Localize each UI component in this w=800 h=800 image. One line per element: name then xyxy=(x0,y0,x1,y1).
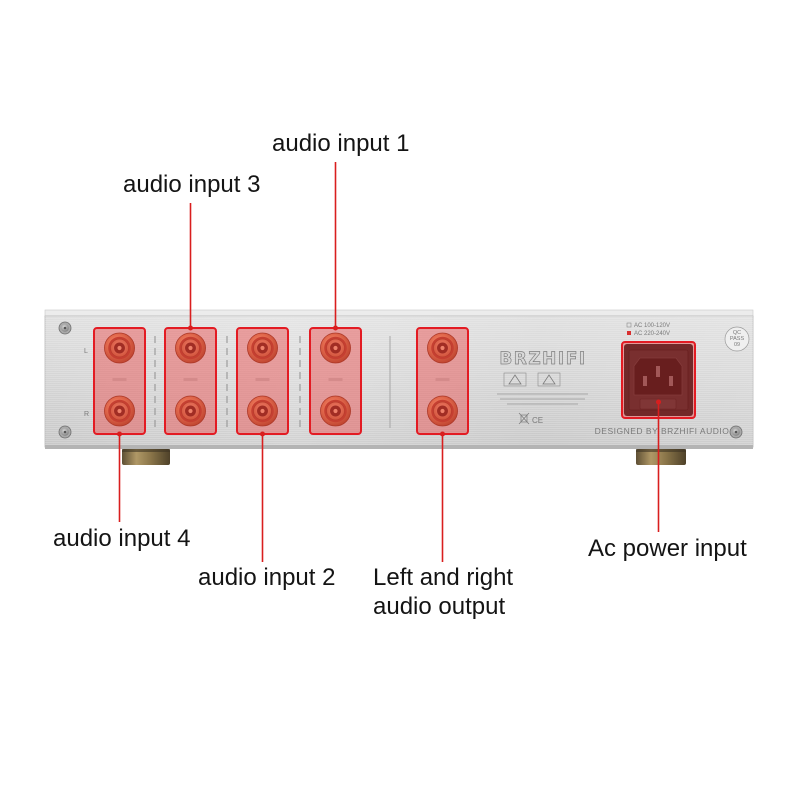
voltage-checkbox-220 xyxy=(627,331,631,335)
qc-sticker-disc xyxy=(724,326,750,352)
jack-label-mark xyxy=(112,378,127,381)
callout-label-audio-input-4: audio input 4 xyxy=(53,525,190,552)
brand-block: BRZHIFI CE DESIGNED BY BRZHIFI AUDIO xyxy=(497,349,729,436)
warning-triangle xyxy=(508,374,522,385)
warning-triangle-icon xyxy=(537,372,561,387)
designed-by-text: DESIGNED BY BRZHIFI AUDIO xyxy=(595,426,730,436)
qc-sticker-line1: QC xyxy=(733,330,741,336)
screw-icon xyxy=(58,425,72,439)
brand-logo: BRZHIFI xyxy=(499,349,586,369)
callout-label-audio-input-1: audio input 1 xyxy=(272,130,409,157)
iec-power-socket-icon xyxy=(624,344,693,416)
ce-mark: CE xyxy=(532,416,543,425)
callout-ac-power-input: Ac power input xyxy=(588,399,747,562)
jack-label-mark xyxy=(183,378,198,381)
warning-triangle xyxy=(542,374,556,385)
callout-audio-input-4: audio input 4 xyxy=(53,431,190,552)
screw-icon xyxy=(58,321,72,335)
highlight-audio-output xyxy=(416,327,469,435)
bin-cross xyxy=(518,412,530,425)
qc-sticker-line3: 09 xyxy=(734,342,740,348)
callout-label-audio-output-line2: audio output xyxy=(373,593,505,620)
iec-pin-neutral xyxy=(669,376,673,386)
highlight-audio-input-1 xyxy=(309,327,362,435)
jack-label-mark xyxy=(328,378,343,381)
leader-dot xyxy=(117,431,122,437)
callout-audio-input-2: audio input 2 xyxy=(198,431,335,591)
leader-dot xyxy=(656,399,661,405)
foot-left xyxy=(122,449,170,465)
iec-pin-earth xyxy=(656,366,660,377)
channel-label-right: R xyxy=(84,411,89,418)
leader-dot xyxy=(260,431,265,437)
jack-label-mark xyxy=(255,378,270,381)
highlight-audio-input-3 xyxy=(164,327,217,435)
jack-label-marks xyxy=(112,378,450,381)
weee-bin-icon xyxy=(518,412,530,425)
callout-label-audio-input-3: audio input 3 xyxy=(123,171,260,198)
qc-pass-sticker: QC PASS 09 xyxy=(724,326,750,352)
voltage-label-100: AC 100-120V xyxy=(634,323,670,329)
leader-dot xyxy=(188,325,193,331)
callout-audio-input-3: audio input 3 xyxy=(123,171,260,331)
jack-label-mark xyxy=(435,378,450,381)
foot-right-body xyxy=(636,449,686,465)
foot-left-body xyxy=(122,449,170,465)
callout-label-audio-input-2: audio input 2 xyxy=(198,564,335,591)
foot-left-shadow xyxy=(122,449,170,452)
device-rear-view: QC PASS 09 L R xyxy=(44,309,754,465)
qc-sticker-line2: PASS xyxy=(730,336,745,342)
highlight-boxes xyxy=(93,327,696,435)
foot-right-shadow xyxy=(636,449,686,452)
iec-pin-live xyxy=(643,376,647,386)
callout-audio-output: Left and right audio output xyxy=(373,431,513,620)
highlight-audio-input-2 xyxy=(236,327,289,435)
voltage-checkbox-100 xyxy=(626,322,632,328)
voltage-selector: AC 100-120V AC 220-240V xyxy=(626,322,670,337)
voltage-label-220: AC 220-240V xyxy=(634,331,670,337)
leader-dot xyxy=(440,431,445,437)
foot-right xyxy=(636,449,686,465)
screw-icon xyxy=(729,425,743,439)
leader-dot xyxy=(333,325,338,331)
warning-triangle-icon xyxy=(503,372,527,387)
warning-box xyxy=(503,372,527,387)
warning-text-lines xyxy=(497,393,588,405)
warning-box xyxy=(537,372,561,387)
callout-label-audio-output-line1: Left and right xyxy=(373,564,513,591)
callout-label-ac-power-input: Ac power input xyxy=(588,535,747,562)
channel-label-left: L xyxy=(84,348,88,355)
chassis-bottom-edge xyxy=(45,445,753,449)
callout-audio-input-1: audio input 1 xyxy=(272,130,409,331)
bin-body xyxy=(520,414,528,423)
highlight-audio-input-4 xyxy=(93,327,146,435)
